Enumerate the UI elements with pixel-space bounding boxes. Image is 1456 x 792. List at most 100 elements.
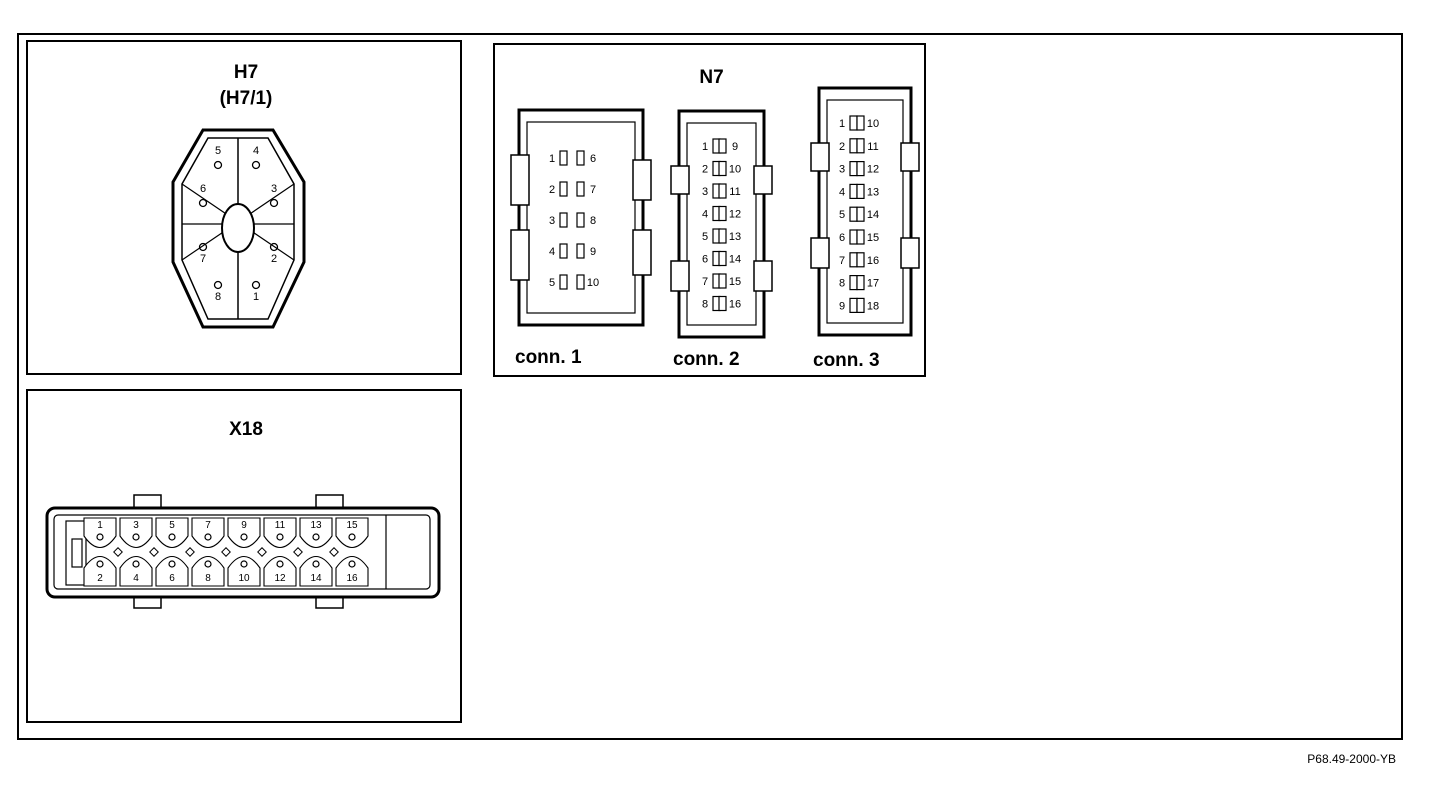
x18-pin-hole [348, 533, 356, 541]
n7-pin-slot [559, 181, 568, 197]
x18-pin-hole [240, 560, 248, 568]
n7-pin-label: 5 [549, 277, 555, 289]
n7-pin-label: 11 [729, 186, 740, 198]
n7-pin-slot [718, 183, 727, 199]
h7-title: H7 [233, 62, 259, 83]
x18-pin-hole [132, 533, 140, 541]
x18-pin-hole [348, 560, 356, 568]
n7-pin-label: 13 [729, 231, 741, 243]
n7-pin-slot [856, 252, 865, 268]
conn-1-label: conn. 1 [515, 347, 582, 368]
x18-pin-hole [168, 533, 176, 541]
n7-pin-label: 3 [702, 186, 708, 198]
n7-pin-label: 13 [867, 186, 879, 198]
n7-pin-label: 7 [590, 184, 596, 196]
x18-pin-hole [96, 560, 104, 568]
x18-pin-hole [240, 533, 248, 541]
x18-pin-hole [168, 560, 176, 568]
n7-pin-slot [718, 205, 727, 222]
h7-pin-label: 8 [215, 291, 221, 303]
n7-pin-label: 4 [839, 186, 845, 198]
n7-pin-label: 15 [867, 232, 879, 244]
n7-pin-slot [576, 212, 585, 228]
n7-pin-slot [849, 160, 858, 177]
n7-pin-label: 7 [702, 276, 708, 288]
x18-pin-hole [312, 533, 320, 541]
x18-pin-label: 5 [169, 520, 175, 531]
h7-pin-hole [269, 242, 279, 252]
n7-pin-label: 8 [839, 278, 845, 290]
n7-pin-slot [856, 183, 865, 199]
x18-pin-label: 9 [241, 520, 247, 531]
n7-title: N7 [699, 67, 724, 88]
diagram-frame [17, 33, 1403, 740]
n7-pin-slot [856, 206, 865, 222]
h7-pin-label: 5 [215, 145, 221, 157]
n7-pin-label: 12 [729, 209, 741, 221]
h7-pin-label: 2 [271, 253, 277, 265]
x18-pin-hole [204, 533, 212, 541]
x18-key-diamond [149, 547, 159, 557]
h7-pin-label: 4 [253, 145, 259, 157]
x18-title: X18 [229, 419, 263, 440]
n7-pin-label: 9 [732, 141, 738, 153]
x18-pin-hole [276, 533, 284, 541]
h7-pin-label: 3 [271, 183, 277, 195]
x18-pin-label: 6 [169, 573, 175, 584]
n7-pin-slot [559, 150, 568, 166]
n7-pin-slot [856, 160, 865, 177]
n7-pin-slot [849, 297, 858, 313]
x18-key-diamond [293, 547, 303, 557]
n7-pin-slot [856, 297, 865, 313]
n7-pin-slot [718, 160, 727, 177]
n7-pin-slot [849, 115, 858, 131]
n7-pin-slot [718, 250, 727, 267]
n7-pin-slot [849, 206, 858, 222]
n7-pin-label: 16 [867, 255, 879, 267]
n7-pin-slot [559, 274, 568, 290]
x18-cavity-bottom [227, 555, 261, 587]
n7-pin-slot [576, 243, 585, 259]
n7-pin-label: 2 [839, 141, 845, 153]
h7-pin-hole [213, 160, 223, 170]
n7-pin-label: 3 [549, 215, 555, 227]
n7-pin-label: 2 [702, 164, 708, 176]
x18-pin-hole [96, 533, 104, 541]
conn-2-label: conn. 2 [673, 349, 740, 370]
x18-pin-label: 1 [97, 520, 103, 531]
conn-3-label: conn. 3 [813, 350, 880, 371]
x18-cavity-bottom [191, 555, 225, 587]
x18-pin-hole [276, 560, 284, 568]
n7-pin-slot [849, 252, 858, 268]
x18-key-diamond [257, 547, 267, 557]
n7-pin-slot [849, 275, 858, 291]
n7-pin-slot [856, 115, 865, 131]
n7-pin-label: 14 [729, 254, 741, 266]
x18-key-diamond [113, 547, 123, 557]
n7-pin-label: 2 [549, 184, 555, 196]
x18-cavity-top [335, 517, 369, 549]
n7-pin-slot [576, 274, 585, 290]
x18-pin-label: 3 [133, 520, 139, 531]
n7-pin-slot [559, 243, 568, 259]
n7-pin-label: 8 [590, 215, 596, 227]
h7-pin-hole [213, 280, 223, 290]
h7-pin-label: 6 [200, 183, 206, 195]
n7-pin-label: 1 [702, 141, 708, 153]
n7-pin-label: 9 [590, 246, 596, 258]
x18-cavity-top [119, 517, 153, 549]
x18-key-diamond [221, 547, 231, 557]
x18-pin-label: 12 [274, 573, 286, 584]
x18-cavity-bottom [83, 555, 117, 587]
x18-cavity-bottom [119, 555, 153, 587]
n7-pin-label: 6 [702, 254, 708, 266]
x18-cavity-bottom [263, 555, 297, 587]
n7-pin-slot [849, 229, 858, 245]
x18-pin-hole [132, 560, 140, 568]
x18-pin-label: 10 [238, 573, 250, 584]
n7-pin-label: 5 [839, 209, 845, 221]
x18-pin-label: 14 [310, 573, 322, 584]
